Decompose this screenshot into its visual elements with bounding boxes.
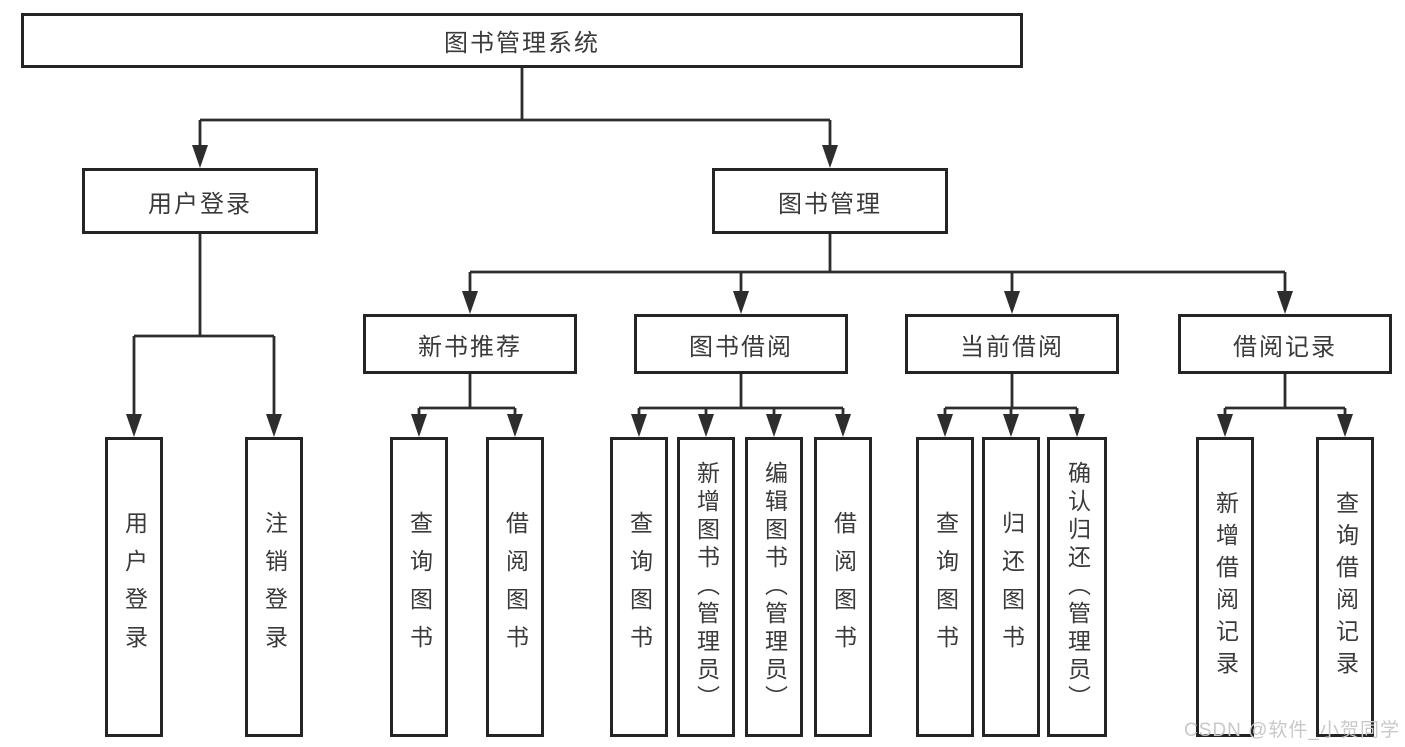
connector-book-borrow-branch [637,374,845,433]
connector-book-management-branch [468,234,1287,310]
leaf-add-books-admin: 新增图书（管理员） [677,437,735,737]
node-label: 图书管理系统 [444,30,600,57]
node-label: 编辑图书（管理员） [761,461,788,713]
node-user-login: 用户登录 [82,168,318,234]
node-label: 查询图书 [406,511,433,663]
node-label: 用户登录 [148,190,252,218]
connector-root-to-level2 [198,68,832,164]
node-label: 用户登录 [121,511,148,663]
node-label: 归还图书 [998,511,1025,663]
leaf-confirm-return-admin: 确认归还（管理员） [1047,437,1107,737]
node-book-borrow: 图书借阅 [634,314,848,374]
leaf-borrow-books-recommend: 借阅图书 [486,437,544,737]
node-borrow-records: 借阅记录 [1178,314,1392,374]
node-label: 图书管理 [778,190,882,218]
leaf-add-borrow-record: 新增借阅记录 [1196,437,1254,737]
connector-new-book-branch [417,374,517,433]
node-label: 当前借阅 [960,333,1064,361]
node-label: 新增借阅记录 [1212,491,1239,683]
node-current-borrow: 当前借阅 [905,314,1119,374]
csdn-watermark: CSDN @软件_小贺同学 [1184,720,1400,741]
node-label: 新书推荐 [418,333,522,361]
node-label: 查询图书 [932,511,959,663]
node-new-book-recommend: 新书推荐 [363,314,577,374]
leaf-return-books: 归还图书 [982,437,1040,737]
leaf-borrow-books: 借阅图书 [814,437,872,737]
leaf-user-login: 用户登录 [105,437,163,737]
node-label: 图书借阅 [689,333,793,361]
leaf-query-books-current: 查询图书 [916,437,974,737]
node-label: 借阅记录 [1233,333,1337,361]
arrowheads [126,145,1353,437]
node-label: 新增图书（管理员） [693,461,720,713]
leaf-logout: 注销登录 [245,437,303,737]
node-label: 确认归还（管理员） [1064,461,1091,713]
node-label: 借阅图书 [502,511,529,663]
connector-user-login-branch [132,234,276,433]
leaf-query-borrow-record: 查询借阅记录 [1316,437,1374,737]
leaf-query-books-recommend: 查询图书 [390,437,448,737]
node-library-system: 图书管理系统 [21,13,1023,68]
leaf-edit-books-admin: 编辑图书（管理员） [745,437,803,737]
node-book-management: 图书管理 [712,168,948,234]
leaf-query-books-borrow: 查询图书 [610,437,668,737]
node-label: 查询借阅记录 [1332,491,1359,683]
node-label: 注销登录 [261,511,288,663]
node-label: 查询图书 [626,511,653,663]
node-label: 借阅图书 [830,511,857,663]
connector-borrow-records-branch [1223,374,1347,433]
